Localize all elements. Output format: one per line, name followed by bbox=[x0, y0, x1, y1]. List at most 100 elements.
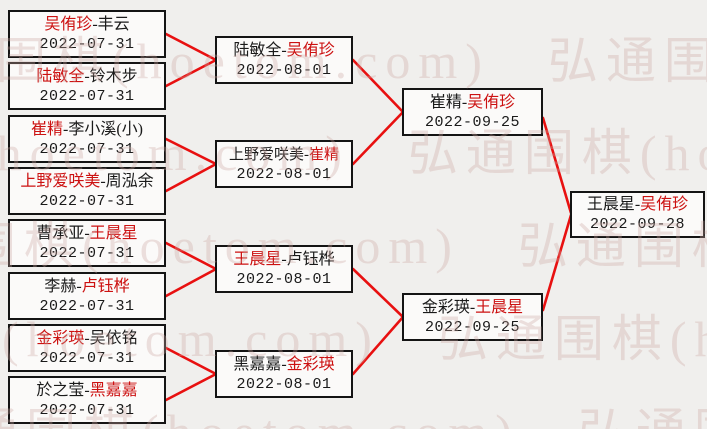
match-box: 金彩瑛-吴依铭 2022-07-31 bbox=[8, 324, 166, 372]
separator: - bbox=[84, 67, 90, 85]
match-date: 2022-09-25 bbox=[424, 113, 520, 131]
match-date: 2022-08-01 bbox=[236, 270, 332, 288]
player-1: 上野爱咲美 bbox=[228, 146, 304, 163]
player-1: 崔精 bbox=[30, 120, 63, 138]
player-1: 金彩瑛 bbox=[36, 329, 85, 347]
match-box: 於之莹-黑嘉嘉 2022-07-31 bbox=[8, 376, 166, 424]
connector-line bbox=[351, 267, 405, 319]
separator: - bbox=[281, 41, 287, 59]
match-box: 崔精-李小溪(小) 2022-07-31 bbox=[8, 115, 166, 163]
player-2: 王晨星 bbox=[475, 298, 524, 316]
match-box: 吴侑珍-丰云 2022-07-31 bbox=[8, 10, 166, 58]
match-players: 李赫-卢钰桦 bbox=[44, 277, 129, 297]
player-1: 王晨星 bbox=[586, 196, 635, 213]
match-players: 吴侑珍-丰云 bbox=[44, 15, 129, 35]
match-players: 曹承亚-王晨星 bbox=[36, 224, 137, 244]
player-1: 李赫 bbox=[44, 277, 77, 295]
player-1: 王晨星 bbox=[233, 250, 282, 268]
connector-line bbox=[164, 241, 218, 271]
player-2: 吴侑珍 bbox=[286, 41, 335, 59]
match-date: 2022-08-01 bbox=[236, 61, 332, 79]
match-players: 崔精-李小溪(小) bbox=[31, 120, 143, 140]
match-box: 上野爱咲美-崔精 2022-08-01 bbox=[215, 140, 353, 188]
match-box: 王晨星-吴侑珍 2022-09-28 bbox=[570, 191, 705, 238]
player-2: 李小溪(小) bbox=[68, 120, 143, 138]
connector-line bbox=[164, 58, 218, 88]
separator: - bbox=[461, 93, 468, 111]
match-players: 王晨星-卢钰桦 bbox=[233, 250, 334, 270]
separator: - bbox=[76, 277, 82, 295]
match-date: 2022-07-31 bbox=[39, 401, 135, 419]
match-box: 陆敏全-铃木步 2022-07-31 bbox=[8, 62, 166, 110]
player-1: 於之莹 bbox=[36, 381, 85, 399]
separator: - bbox=[84, 224, 90, 242]
match-date: 2022-07-31 bbox=[39, 87, 135, 105]
match-date: 2022-07-31 bbox=[39, 35, 135, 53]
separator: - bbox=[100, 172, 106, 190]
connector-line bbox=[351, 110, 405, 166]
player-2: 周泓余 bbox=[105, 172, 154, 190]
player-2: 丰云 bbox=[97, 15, 130, 33]
separator: - bbox=[304, 146, 309, 163]
connector-line bbox=[164, 32, 218, 62]
match-date: 2022-07-31 bbox=[39, 140, 135, 158]
player-1: 金彩瑛 bbox=[421, 298, 470, 316]
player-2: 卢钰桦 bbox=[286, 250, 335, 268]
match-date: 2022-08-01 bbox=[236, 165, 332, 183]
separator: - bbox=[84, 381, 90, 399]
match-box: 陆敏全-吴侑珍 2022-08-01 bbox=[215, 36, 353, 84]
connector-line bbox=[164, 372, 218, 402]
connector-line bbox=[164, 346, 218, 376]
connector-line bbox=[541, 116, 573, 215]
player-2: 黑嘉嘉 bbox=[89, 381, 138, 399]
match-players: 金彩瑛-王晨星 bbox=[422, 298, 523, 318]
player-2: 铃木步 bbox=[89, 67, 138, 85]
player-2: 金彩瑛 bbox=[286, 355, 335, 373]
match-players: 上野爱咲美-周泓余 bbox=[20, 172, 153, 192]
match-players: 王晨星-吴侑珍 bbox=[587, 195, 688, 215]
player-2: 崔精 bbox=[309, 146, 340, 163]
player-1: 陆敏全 bbox=[233, 41, 282, 59]
connector-line bbox=[351, 315, 405, 376]
match-date: 2022-09-28 bbox=[589, 216, 685, 233]
separator: - bbox=[92, 15, 98, 33]
match-box: 李赫-卢钰桦 2022-07-31 bbox=[8, 272, 166, 320]
player-2: 卢钰桦 bbox=[81, 277, 130, 295]
separator: - bbox=[281, 355, 287, 373]
match-date: 2022-07-31 bbox=[39, 192, 135, 210]
player-1: 崔精 bbox=[429, 93, 462, 111]
match-date: 2022-07-31 bbox=[39, 244, 135, 262]
match-date: 2022-08-01 bbox=[236, 375, 332, 393]
match-players: 黑嘉嘉-金彩瑛 bbox=[233, 355, 334, 375]
match-players: 陆敏全-吴侑珍 bbox=[233, 41, 334, 61]
connector-line bbox=[541, 213, 573, 312]
player-2: 吴侑珍 bbox=[640, 196, 689, 213]
connector-line bbox=[351, 58, 405, 114]
match-players: 於之莹-黑嘉嘉 bbox=[36, 381, 137, 401]
match-box: 金彩瑛-王晨星 2022-09-25 bbox=[402, 293, 543, 341]
player-2: 王晨星 bbox=[89, 224, 138, 242]
player-1: 陆敏全 bbox=[36, 67, 85, 85]
match-box: 王晨星-卢钰桦 2022-08-01 bbox=[215, 245, 353, 293]
match-players: 陆敏全-铃木步 bbox=[36, 67, 137, 87]
match-players: 上野爱咲美-崔精 bbox=[229, 145, 339, 165]
match-date: 2022-07-31 bbox=[39, 349, 135, 367]
separator: - bbox=[63, 120, 69, 138]
connector-line bbox=[164, 267, 218, 298]
match-box: 黑嘉嘉-金彩瑛 2022-08-01 bbox=[215, 350, 353, 398]
connector-line bbox=[164, 137, 218, 166]
player-2: 吴依铭 bbox=[89, 329, 138, 347]
match-date: 2022-09-25 bbox=[424, 318, 520, 336]
separator: - bbox=[634, 196, 641, 213]
player-1: 上野爱咲美 bbox=[20, 172, 101, 190]
separator: - bbox=[84, 329, 90, 347]
connector-line bbox=[164, 162, 218, 193]
match-date: 2022-07-31 bbox=[39, 297, 135, 315]
match-box: 曹承亚-王晨星 2022-07-31 bbox=[8, 219, 166, 267]
match-players: 金彩瑛-吴依铭 bbox=[36, 329, 137, 349]
match-box: 崔精-吴侑珍 2022-09-25 bbox=[402, 88, 543, 136]
player-2: 吴侑珍 bbox=[467, 93, 516, 111]
separator: - bbox=[469, 298, 476, 316]
separator: - bbox=[281, 250, 287, 268]
match-box: 上野爱咲美-周泓余 2022-07-31 bbox=[8, 167, 166, 215]
